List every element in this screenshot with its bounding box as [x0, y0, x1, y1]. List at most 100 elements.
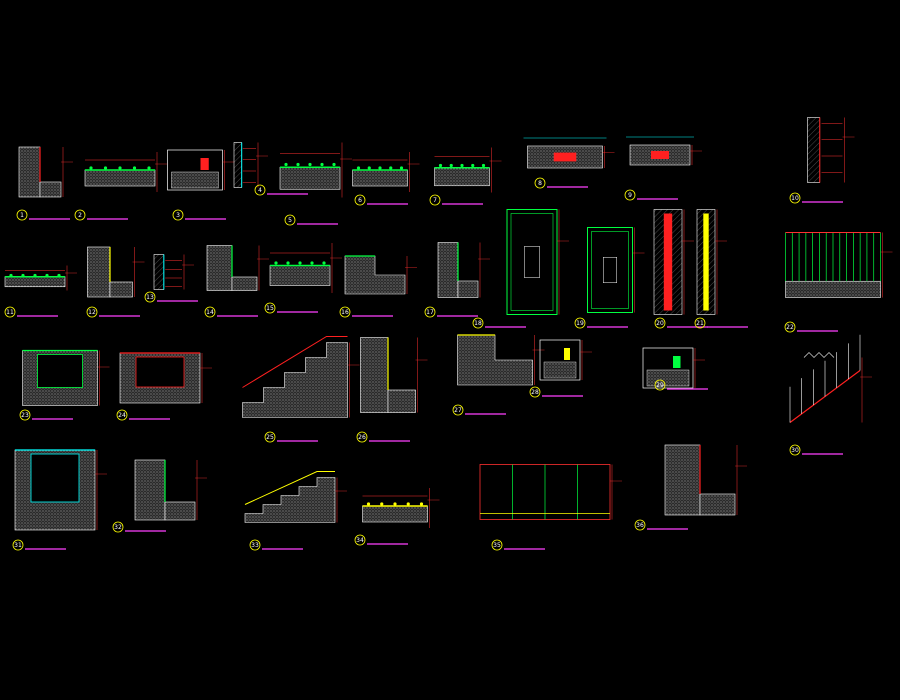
- detail-number: 9: [628, 192, 632, 199]
- detail-title-31: 31: [12, 539, 66, 551]
- detail-title-35: 35: [491, 539, 545, 551]
- detail-number: 3: [176, 212, 180, 219]
- detail-title-11: 11: [4, 306, 58, 318]
- detail-title-23: 23: [19, 409, 73, 421]
- detail-number: 17: [426, 309, 434, 316]
- detail-number: 30: [791, 447, 799, 454]
- detail-20: 20: [653, 209, 708, 329]
- detail-title-6: 6: [354, 194, 408, 206]
- detail-17: 17: [424, 242, 490, 318]
- detail-12: 12: [86, 246, 145, 318]
- detail-title-20: 20: [654, 317, 708, 329]
- detail-title-27: 27: [452, 404, 506, 416]
- detail-4: 4: [233, 142, 308, 196]
- detail-title-33: 33: [249, 539, 303, 551]
- detail-title-3: 3: [172, 209, 226, 221]
- detail-title-32: 32: [112, 521, 166, 533]
- detail-title-14: 14: [204, 306, 258, 318]
- detail-title-22: 22: [784, 321, 838, 333]
- detail-33: 33: [244, 471, 347, 551]
- detail-title-19: 19: [574, 317, 628, 329]
- detail-number: 2: [78, 212, 82, 219]
- detail-30: 30: [789, 334, 872, 456]
- detail-title-2: 2: [74, 209, 128, 221]
- detail-number: 14: [206, 309, 214, 316]
- detail-number: 18: [474, 320, 482, 327]
- detail-34: 34: [354, 488, 440, 546]
- detail-title-7: 7: [429, 194, 483, 206]
- detail-number: 24: [118, 412, 126, 419]
- detail-number: 16: [341, 309, 349, 316]
- detail-title-28: 28: [529, 386, 583, 398]
- detail-title-30: 30: [789, 444, 843, 456]
- detail-number: 29: [656, 382, 664, 389]
- detail-number: 34: [356, 537, 364, 544]
- detail-title-9: 9: [624, 189, 678, 201]
- detail-7: 7: [429, 147, 502, 206]
- detail-title-18: 18: [472, 317, 526, 329]
- detail-15: 15: [264, 243, 342, 314]
- detail-title-26: 26: [356, 431, 410, 443]
- detail-title-25: 25: [264, 431, 318, 443]
- detail-title-17: 17: [424, 306, 478, 318]
- detail-10: 10: [789, 117, 855, 204]
- detail-number: 21: [696, 320, 704, 327]
- detail-number: 19: [576, 320, 584, 327]
- detail-9: 9: [624, 136, 702, 201]
- detail-title-4: 4: [254, 184, 308, 196]
- detail-5: 5: [279, 142, 352, 226]
- detail-number: 6: [358, 197, 362, 204]
- detail-title-13: 13: [144, 291, 198, 303]
- detail-title-24: 24: [116, 409, 170, 421]
- detail-25: 25: [242, 336, 360, 443]
- detail-number: 4: [258, 187, 262, 194]
- detail-title-36: 36: [634, 519, 688, 531]
- detail-36: 36: [634, 444, 747, 531]
- detail-number: 22: [786, 324, 794, 331]
- detail-27: 27: [452, 334, 545, 416]
- detail-26: 26: [356, 337, 428, 443]
- detail-number: 35: [493, 542, 501, 549]
- detail-16: 16: [339, 255, 417, 318]
- detail-number: 31: [14, 542, 22, 549]
- detail-3: 3: [167, 149, 235, 221]
- detail-title-8: 8: [534, 177, 588, 189]
- detail-number: 1: [20, 212, 24, 219]
- detail-number: 5: [288, 217, 292, 224]
- detail-14: 14: [204, 245, 269, 318]
- detail-title-34: 34: [354, 534, 408, 546]
- detail-21: 21: [694, 209, 748, 329]
- detail-19: 19: [574, 227, 645, 329]
- detail-13: 13: [144, 254, 198, 303]
- detail-number: 11: [6, 309, 14, 316]
- detail-number: 12: [88, 309, 96, 316]
- detail-title-21: 21: [694, 317, 748, 329]
- detail-number: 23: [21, 412, 29, 419]
- detail-number: 33: [251, 542, 259, 549]
- detail-number: 28: [531, 389, 539, 396]
- detail-11: 11: [4, 265, 77, 318]
- detail-number: 27: [454, 407, 462, 414]
- detail-18: 18: [472, 209, 569, 329]
- detail-title-12: 12: [86, 306, 140, 318]
- detail-number: 20: [656, 320, 664, 327]
- detail-title-5: 5: [284, 214, 338, 226]
- detail-35: 35: [479, 464, 622, 551]
- detail-number: 13: [146, 294, 154, 301]
- detail-number: 25: [266, 434, 274, 441]
- detail-title-10: 10: [789, 192, 843, 204]
- detail-28: 28: [529, 339, 592, 398]
- detail-23: 23: [19, 349, 110, 421]
- detail-32: 32: [112, 459, 207, 533]
- detail-title-29: 29: [654, 379, 708, 391]
- detail-2: 2: [74, 152, 167, 221]
- detail-1: 1: [16, 146, 73, 221]
- detail-31: 31: [12, 449, 107, 551]
- detail-29: 29: [642, 347, 708, 391]
- detail-number: 26: [358, 434, 366, 441]
- detail-title-1: 1: [16, 209, 70, 221]
- detail-24: 24: [116, 352, 212, 421]
